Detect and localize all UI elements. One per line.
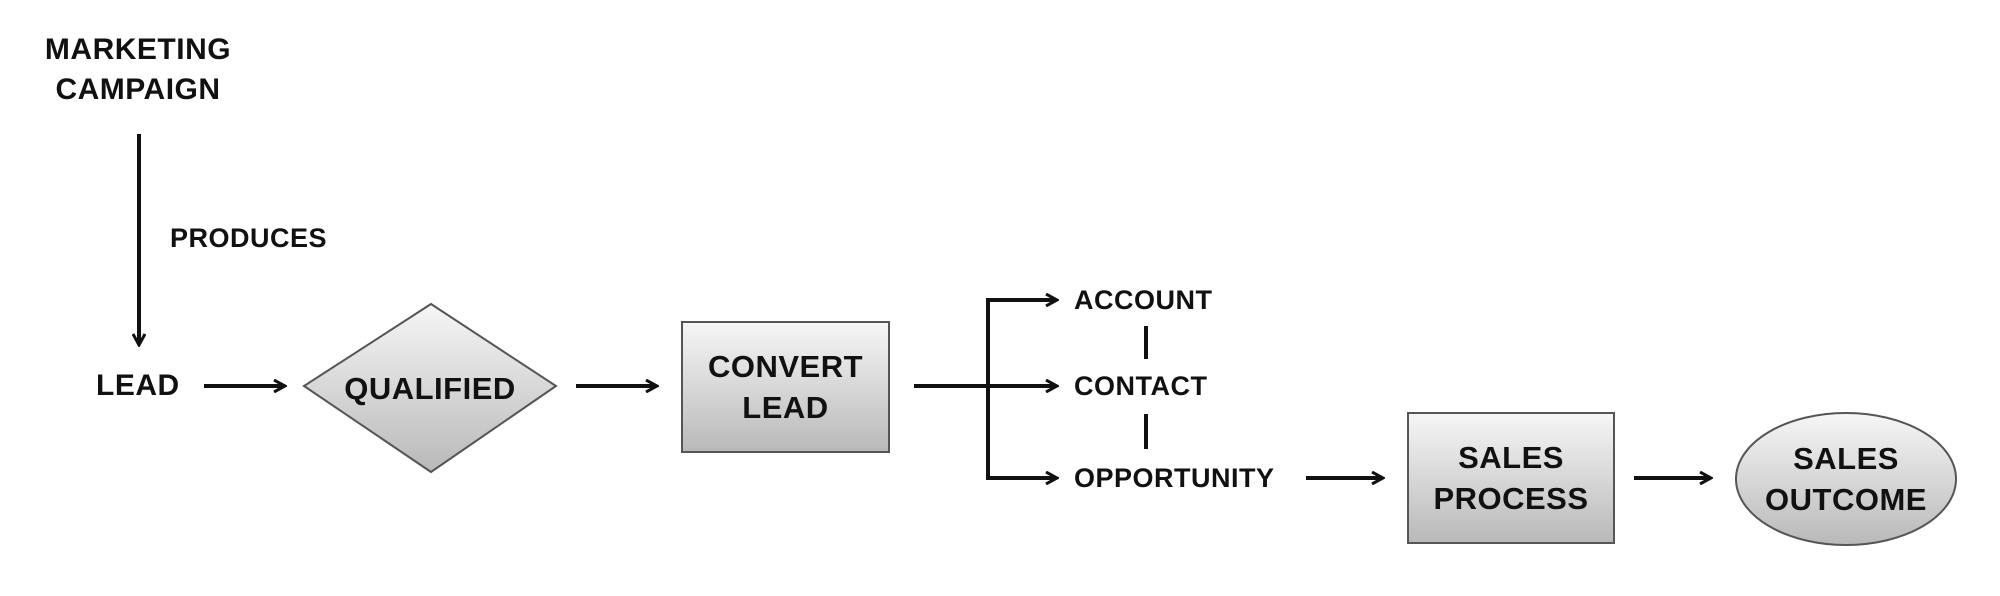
sales-outcome-label: SALES OUTCOME (1736, 413, 1956, 545)
sales-process-label: SALES PROCESS (1408, 413, 1614, 543)
contact-label: CONTACT (1074, 371, 1208, 401)
sales-process-line1: SALES (1458, 440, 1564, 475)
produces-label: PRODUCES (170, 223, 328, 253)
convert-lead-label: CONVERT LEAD (682, 322, 889, 452)
sales-process-line2: PROCESS (1433, 481, 1589, 516)
convert-lead-box (681, 321, 890, 453)
qualified-diamond (302, 302, 558, 474)
marketing-campaign-label: MARKETING CAMPAIGN (28, 30, 248, 110)
marketing-campaign-line1: MARKETING (44, 33, 232, 66)
sales-outcome-line2: OUTCOME (1765, 482, 1927, 517)
account-label: ACCOUNT (1074, 285, 1213, 315)
convert-lead-line2: LEAD (742, 390, 829, 425)
qualified-label: QUALIFIED (344, 370, 516, 406)
lead-label: LEAD (96, 369, 180, 402)
convert-lead-line1: CONVERT (707, 349, 864, 384)
sales-process-box (1407, 412, 1615, 544)
marketing-campaign-line2: CAMPAIGN (55, 73, 221, 106)
opportunity-label: OPPORTUNITY (1074, 463, 1275, 493)
sales-outcome-line1: SALES (1793, 441, 1899, 476)
sales-outcome-ellipse (1735, 412, 1957, 546)
